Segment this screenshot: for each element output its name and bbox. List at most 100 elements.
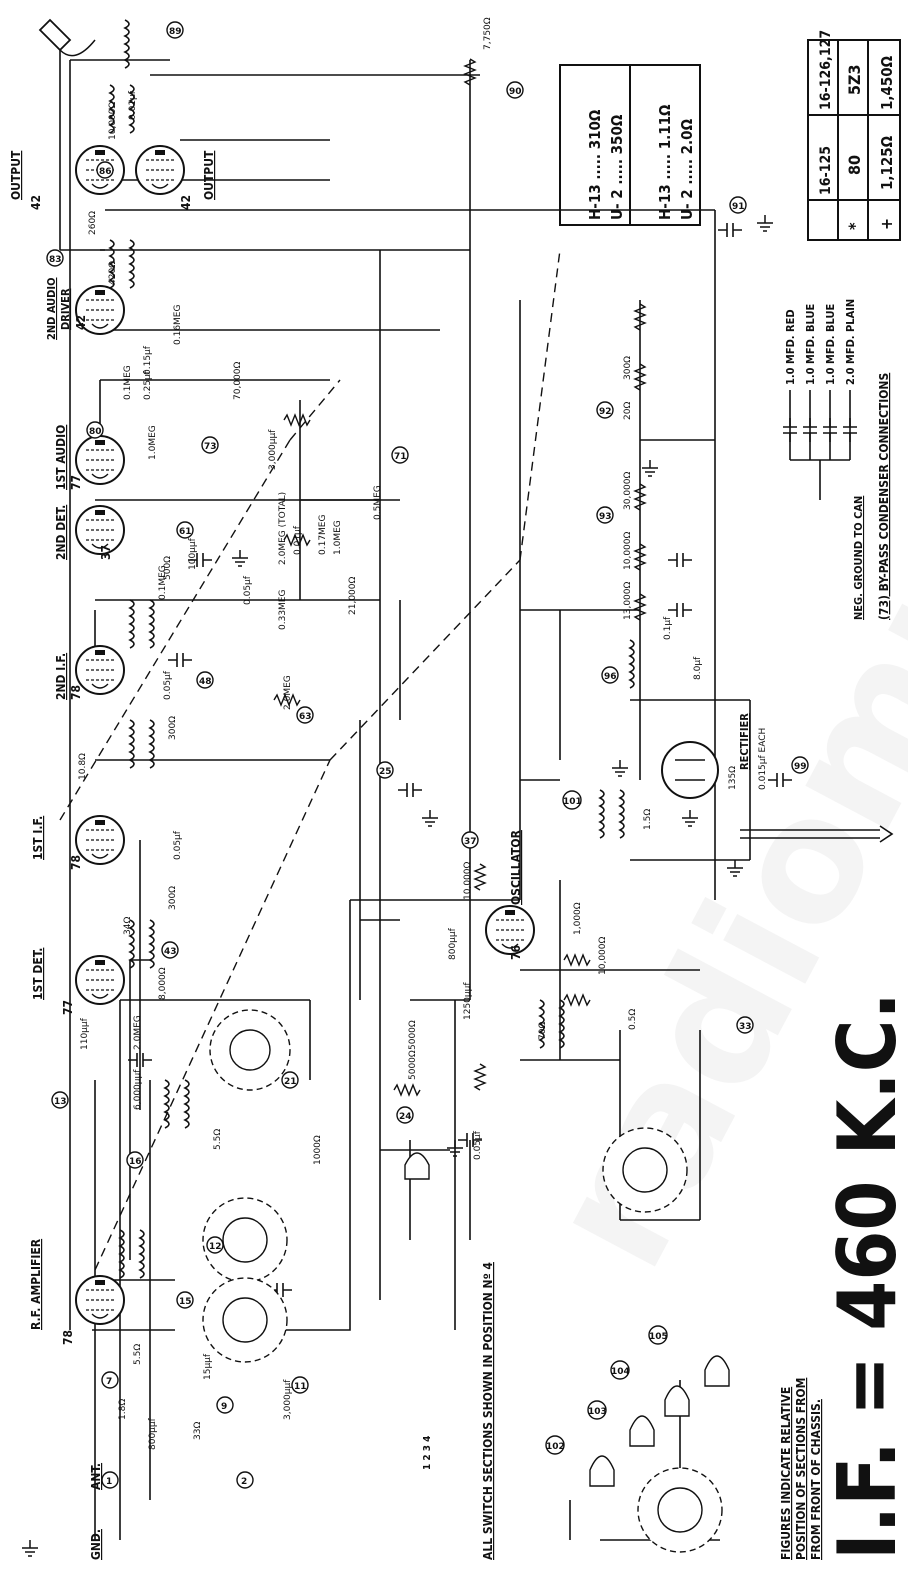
svg-text:0.33MEG: 0.33MEG <box>278 590 288 630</box>
svg-text:2.0 MFD. PLAIN: 2.0 MFD. PLAIN <box>844 299 857 385</box>
svg-text:76: 76 <box>509 945 523 960</box>
svg-text:42: 42 <box>179 195 193 210</box>
svg-text:33Ω: 33Ω <box>193 1422 203 1440</box>
svg-text:10,000Ω: 10,000Ω <box>623 532 633 570</box>
tube-type-labels: 78 77 78 78 37 77 42 42 42 76 <box>29 195 523 1345</box>
svg-text:0.1MEG: 0.1MEG <box>123 365 133 400</box>
svg-text:7: 7 <box>106 1377 112 1387</box>
svg-text:90: 90 <box>509 87 522 97</box>
svg-text:96: 96 <box>604 672 617 682</box>
svg-text:24: 24 <box>399 1112 412 1122</box>
svg-text:43: 43 <box>164 947 177 957</box>
svg-text:0.5Ω: 0.5Ω <box>628 1009 638 1030</box>
svg-text:260Ω: 260Ω <box>88 211 98 235</box>
svg-text:78: 78 <box>69 685 83 700</box>
svg-text:1000Ω: 1000Ω <box>313 1135 323 1165</box>
svg-text:2.0MEG (TOTAL): 2.0MEG (TOTAL) <box>278 492 288 565</box>
callout-92: 92 <box>596 401 614 419</box>
svg-text:1.5Ω: 1.5Ω <box>643 809 653 830</box>
svg-text:104: 104 <box>611 1367 630 1377</box>
label-first-audio: 1ST AUDIO <box>54 425 68 490</box>
svg-text:20Ω: 20Ω <box>623 402 633 420</box>
svg-text:15: 15 <box>179 1297 192 1307</box>
svg-text:13,000Ω: 13,000Ω <box>623 582 633 620</box>
callout-24: 24 <box>396 1106 414 1124</box>
svg-text:0.17MEG: 0.17MEG <box>318 515 328 555</box>
svg-text:103: 103 <box>588 1407 607 1417</box>
svg-text:48: 48 <box>199 677 212 687</box>
svg-text:77: 77 <box>61 1000 75 1015</box>
figures-note-1: FIGURES INDICATE RELATIVE <box>779 1387 793 1560</box>
svg-text:33: 33 <box>739 1022 752 1032</box>
svg-text:80: 80 <box>845 155 864 175</box>
svg-text:5000Ω: 5000Ω <box>408 1020 418 1050</box>
svg-text:800μμf: 800μμf <box>448 927 458 960</box>
stage-labels: R.F. AMPLIFIER 1ST DET. 1ST I.F. 2ND I.F… <box>9 150 751 1560</box>
svg-text:21: 21 <box>284 1077 297 1087</box>
callout-11: 11 <box>291 1376 309 1394</box>
svg-text:9: 9 <box>221 1402 227 1412</box>
figures-note-2: POSITION OF SECTIONS FROM <box>794 1378 808 1560</box>
svg-text:102: 102 <box>546 1442 565 1452</box>
label-rectifier: RECTIFIER <box>738 713 751 770</box>
component-callouts: 1 2 7 9 11 12 13 15 16 21 24 25 33 37 43… <box>46 21 809 1489</box>
svg-text:0.05μf: 0.05μf <box>473 1130 483 1160</box>
if-title: I.F. = 460 K.C. <box>821 992 908 1560</box>
svg-text:0.05μf: 0.05μf <box>243 575 253 605</box>
callout-63: 63 <box>296 706 314 724</box>
callout-90: 90 <box>506 81 524 99</box>
svg-text:U- 2 ..... 2.0Ω: U- 2 ..... 2.0Ω <box>678 118 696 220</box>
first-audio-tube <box>75 435 125 485</box>
callout-33: 33 <box>736 1016 754 1034</box>
callout-93: 93 <box>596 506 614 524</box>
svg-text:16: 16 <box>129 1157 142 1167</box>
svg-text:77: 77 <box>69 475 83 490</box>
callout-83: 83 <box>46 249 64 267</box>
svg-text:73: 73 <box>204 442 217 452</box>
svg-text:70Ω: 70Ω <box>538 1022 548 1040</box>
switch-note: ALL SWITCH SECTIONS SHOWN IN POSITION Nº… <box>481 1262 495 1560</box>
callout-61: 61 <box>176 521 194 539</box>
callout-1: 1 <box>101 1471 119 1489</box>
label-output-1: OUTPUT <box>9 150 23 200</box>
svg-text:135Ω: 135Ω <box>728 766 738 790</box>
svg-text:78: 78 <box>69 855 83 870</box>
svg-text:8.0μf: 8.0μf <box>693 656 703 680</box>
callout-104: 104 <box>610 1360 630 1380</box>
svg-text:25: 25 <box>379 767 392 777</box>
callout-96: 96 <box>601 666 619 684</box>
svg-text:70,000Ω: 70,000Ω <box>233 362 243 400</box>
svg-text:0.1MEG: 0.1MEG <box>158 565 168 600</box>
svg-text:1.0MEG: 1.0MEG <box>148 425 158 460</box>
svg-text:21,000Ω: 21,000Ω <box>348 577 358 615</box>
callout-37: 37 <box>461 831 479 849</box>
callout-12: 12 <box>206 1236 224 1254</box>
tubes <box>75 145 719 1325</box>
svg-text:0.015μf EACH: 0.015μf EACH <box>758 728 768 790</box>
power-cord <box>740 825 894 843</box>
first-detector-tube <box>75 955 125 1005</box>
label-first-if: 1ST I.F. <box>31 816 45 860</box>
svg-text:0.16MEG: 0.16MEG <box>173 305 183 345</box>
svg-text:0.01μf: 0.01μf <box>293 525 303 555</box>
label-oscillator: OSCILLATOR <box>509 829 523 905</box>
notes: ALL SWITCH SECTIONS SHOWN IN POSITION Nº… <box>422 1262 823 1560</box>
svg-text:100μμf: 100μμf <box>188 537 198 570</box>
svg-text:83: 83 <box>49 255 62 265</box>
svg-text:13: 13 <box>54 1097 67 1107</box>
svg-text:300Ω: 300Ω <box>168 886 178 910</box>
svg-text:0.01μf: 0.01μf <box>128 90 138 120</box>
bypass-note: (73) BY-PASS CONDENSER CONNECTIONS <box>877 373 891 620</box>
component-values: 1.8Ω 33Ω 5.5Ω 15μμf 800μμf 3,000μμf 5.5Ω… <box>78 17 768 1450</box>
svg-text:93: 93 <box>599 512 612 522</box>
svg-text:61: 61 <box>179 527 192 537</box>
svg-text:420Ω: 420Ω <box>108 261 118 285</box>
svg-text:37: 37 <box>99 545 113 560</box>
svg-text:7,750Ω: 7,750Ω <box>483 17 493 50</box>
svg-text:12: 12 <box>209 1242 222 1252</box>
svg-text:5Z3: 5Z3 <box>845 65 864 95</box>
svg-text:5.5Ω: 5.5Ω <box>133 1344 143 1365</box>
svg-text:110μμf: 110μμf <box>80 1017 90 1050</box>
neg-ground-note: NEG. GROUND TO CAN <box>852 496 865 620</box>
